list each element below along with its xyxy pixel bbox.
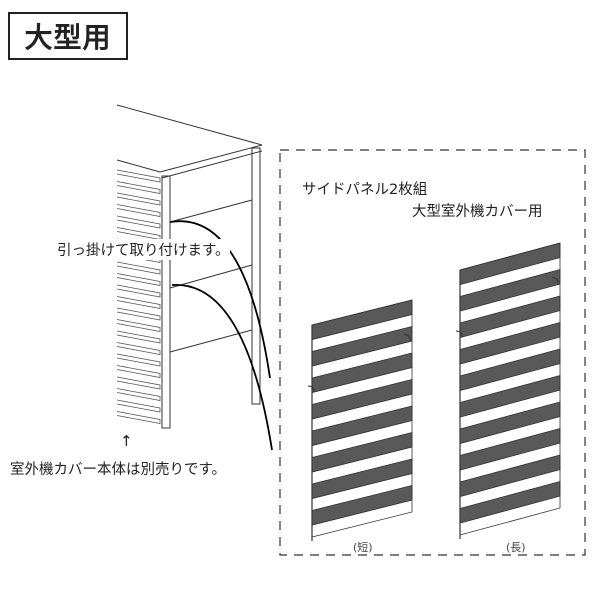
product-name-line2: 大型室外機カバー用 (412, 204, 543, 220)
product-name-line1: サイドパネル2枚組 (302, 182, 428, 198)
hook-icon (551, 276, 559, 284)
unit-slat (116, 376, 161, 390)
unit-slat (116, 307, 161, 321)
sold-separately-note: 室外機カバー本体は別売りです。 (10, 462, 227, 478)
hook-icon (403, 333, 411, 341)
size-title: 大型用 (8, 12, 128, 60)
unit-slat (116, 192, 161, 206)
cover-unit-illustration (116, 104, 273, 451)
panel-outline (459, 242, 561, 536)
unit-slat (116, 261, 161, 275)
panel-short (307, 299, 413, 541)
unit-slat (116, 296, 161, 309)
unit-slat (116, 330, 161, 344)
hook-note: 引っ掛けて取り付けます。 (57, 239, 230, 260)
unit-slat (116, 365, 161, 378)
unit-slat (116, 342, 161, 355)
unit-slat (116, 273, 161, 286)
unit-slat (116, 204, 161, 217)
panel-long-label: (長) (506, 541, 526, 554)
hook-icon (307, 385, 315, 392)
unit-slat (116, 319, 161, 332)
arrow-up-icon: ↑ (120, 432, 133, 450)
unit-slat (116, 169, 161, 183)
panel-outline (311, 299, 413, 538)
unit-slat (116, 181, 161, 194)
panel-long (455, 242, 561, 539)
product-dashed-box (279, 149, 586, 556)
hook-icon (455, 330, 463, 337)
unit-slat (116, 227, 161, 240)
unit-slat (116, 284, 161, 298)
panel-short-label: (短) (353, 541, 373, 554)
unit-slat (116, 399, 161, 413)
unit-slat (116, 215, 161, 229)
unit-slat (116, 353, 161, 367)
unit-slat (116, 411, 161, 424)
unit-slat (116, 388, 161, 401)
